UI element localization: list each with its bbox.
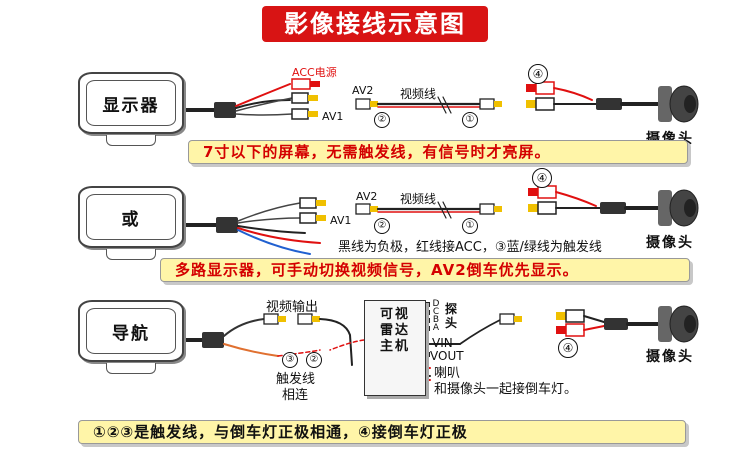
- mark-1-sec2: ①: [462, 218, 478, 234]
- port-c: C: [432, 307, 440, 317]
- horn-label: 喇叭: [434, 366, 461, 381]
- port-d: D: [432, 299, 440, 309]
- cable-label-2: 视频线: [400, 192, 437, 206]
- monitor-2-label: 或: [86, 194, 176, 240]
- av2-label-2: AV2: [356, 190, 378, 203]
- camera-label-2: 摄像头: [646, 235, 694, 251]
- trigger-label-1: 触发线: [276, 372, 316, 387]
- radar-host-label: 可视雷达主机: [379, 307, 410, 354]
- monitor-3: 导航: [78, 300, 184, 374]
- monitor-1-label: 显示器: [86, 80, 176, 126]
- vout-label: VOUT: [430, 349, 464, 363]
- section2-wires: [176, 185, 699, 255]
- port-b: B: [432, 315, 440, 325]
- note-bar-2: 多路显示器，可手动切换视频信号，AV2倒车优先显示。: [160, 258, 690, 282]
- trigger-label-2: 相连: [282, 388, 309, 403]
- av2-label-1: AV2: [352, 84, 374, 97]
- note-bar-1: 7寸以下的屏幕，无需触发线，有信号时才亮屏。: [188, 140, 688, 164]
- mark-2-sec1: ②: [374, 112, 390, 128]
- cable-label-1: 视频线: [400, 87, 437, 101]
- footer-note-bar: ①②③是触发线，与倒车灯正极相通，④接倒车灯正极: [78, 420, 686, 444]
- vin-label: VIN: [432, 336, 453, 350]
- radar-host-box: 可视雷达主机: [364, 300, 426, 396]
- mark-3-sec3: ③: [282, 352, 298, 368]
- mark-4-sec3: ④: [558, 338, 578, 358]
- mark-1-sec1: ①: [462, 112, 478, 128]
- monitor-2-stand: [106, 249, 156, 260]
- reverse-light-label: 和摄像头一起接倒车灯。: [434, 382, 578, 397]
- monitor-1-stand: [106, 135, 156, 146]
- acc-label: ACC电源: [292, 66, 337, 79]
- mark-4-sec2: ④: [532, 168, 552, 188]
- av1-label-1: AV1: [322, 110, 344, 123]
- wire-note: 黑线为负极，红线接ACC，③蓝/绿线为触发线: [338, 240, 602, 255]
- monitor-3-stand: [106, 363, 156, 374]
- mark-4-sec1: ④: [528, 64, 548, 84]
- camera-label-3: 摄像头: [646, 349, 694, 365]
- av1-label-2: AV1: [330, 214, 352, 227]
- probe-label: 探头: [444, 302, 457, 330]
- diagram-title: 影像接线示意图: [262, 6, 488, 42]
- mark-2-sec2: ②: [374, 218, 390, 234]
- monitor-1: 显示器: [78, 72, 184, 146]
- section3-wires: [176, 302, 699, 381]
- port-a: A: [432, 323, 440, 333]
- section1-wires: [176, 78, 699, 123]
- monitor-3-label: 导航: [86, 308, 176, 354]
- video-out-label: 视频输出: [266, 300, 319, 315]
- monitor-2: 或: [78, 186, 184, 260]
- mark-2-sec3: ②: [306, 352, 322, 368]
